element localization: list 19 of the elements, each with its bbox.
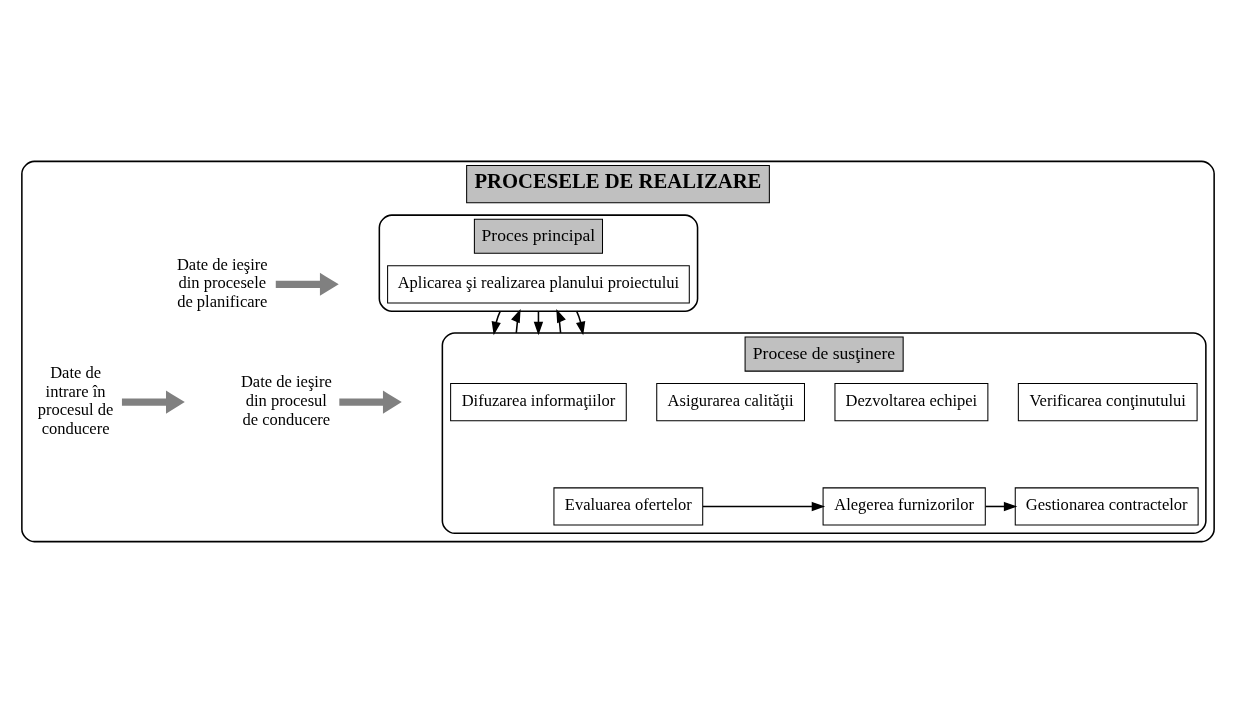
node-box: Verificarea conţinutului bbox=[1017, 382, 1198, 421]
node-box: Alegerea furnizorilor bbox=[822, 486, 986, 526]
arrow bbox=[556, 308, 566, 334]
node-text: Date de ieşire din procesele de planificare bbox=[176, 254, 268, 311]
arrow bbox=[575, 309, 586, 335]
node-box: Gestionarea contractelor bbox=[1014, 486, 1199, 526]
node-box: Aplicarea şi realizarea planului proiectului bbox=[387, 264, 690, 303]
arrow bbox=[275, 272, 339, 296]
node-box: Difuzarea informaţiilor bbox=[450, 382, 627, 421]
arrow bbox=[121, 390, 185, 414]
arrow bbox=[984, 501, 1018, 511]
arrow bbox=[491, 309, 502, 335]
arrow bbox=[511, 308, 521, 334]
node-text: Date de intrare în procesul de conducere bbox=[37, 362, 114, 438]
node-text: Date de ieşire din procesul de conducere bbox=[240, 371, 332, 429]
node-box: Dezvoltarea echipei bbox=[834, 382, 989, 421]
arrow bbox=[702, 501, 826, 511]
node-box: Evaluarea ofertelor bbox=[553, 486, 704, 526]
node-box: Asigurarea calităţii bbox=[656, 382, 805, 421]
